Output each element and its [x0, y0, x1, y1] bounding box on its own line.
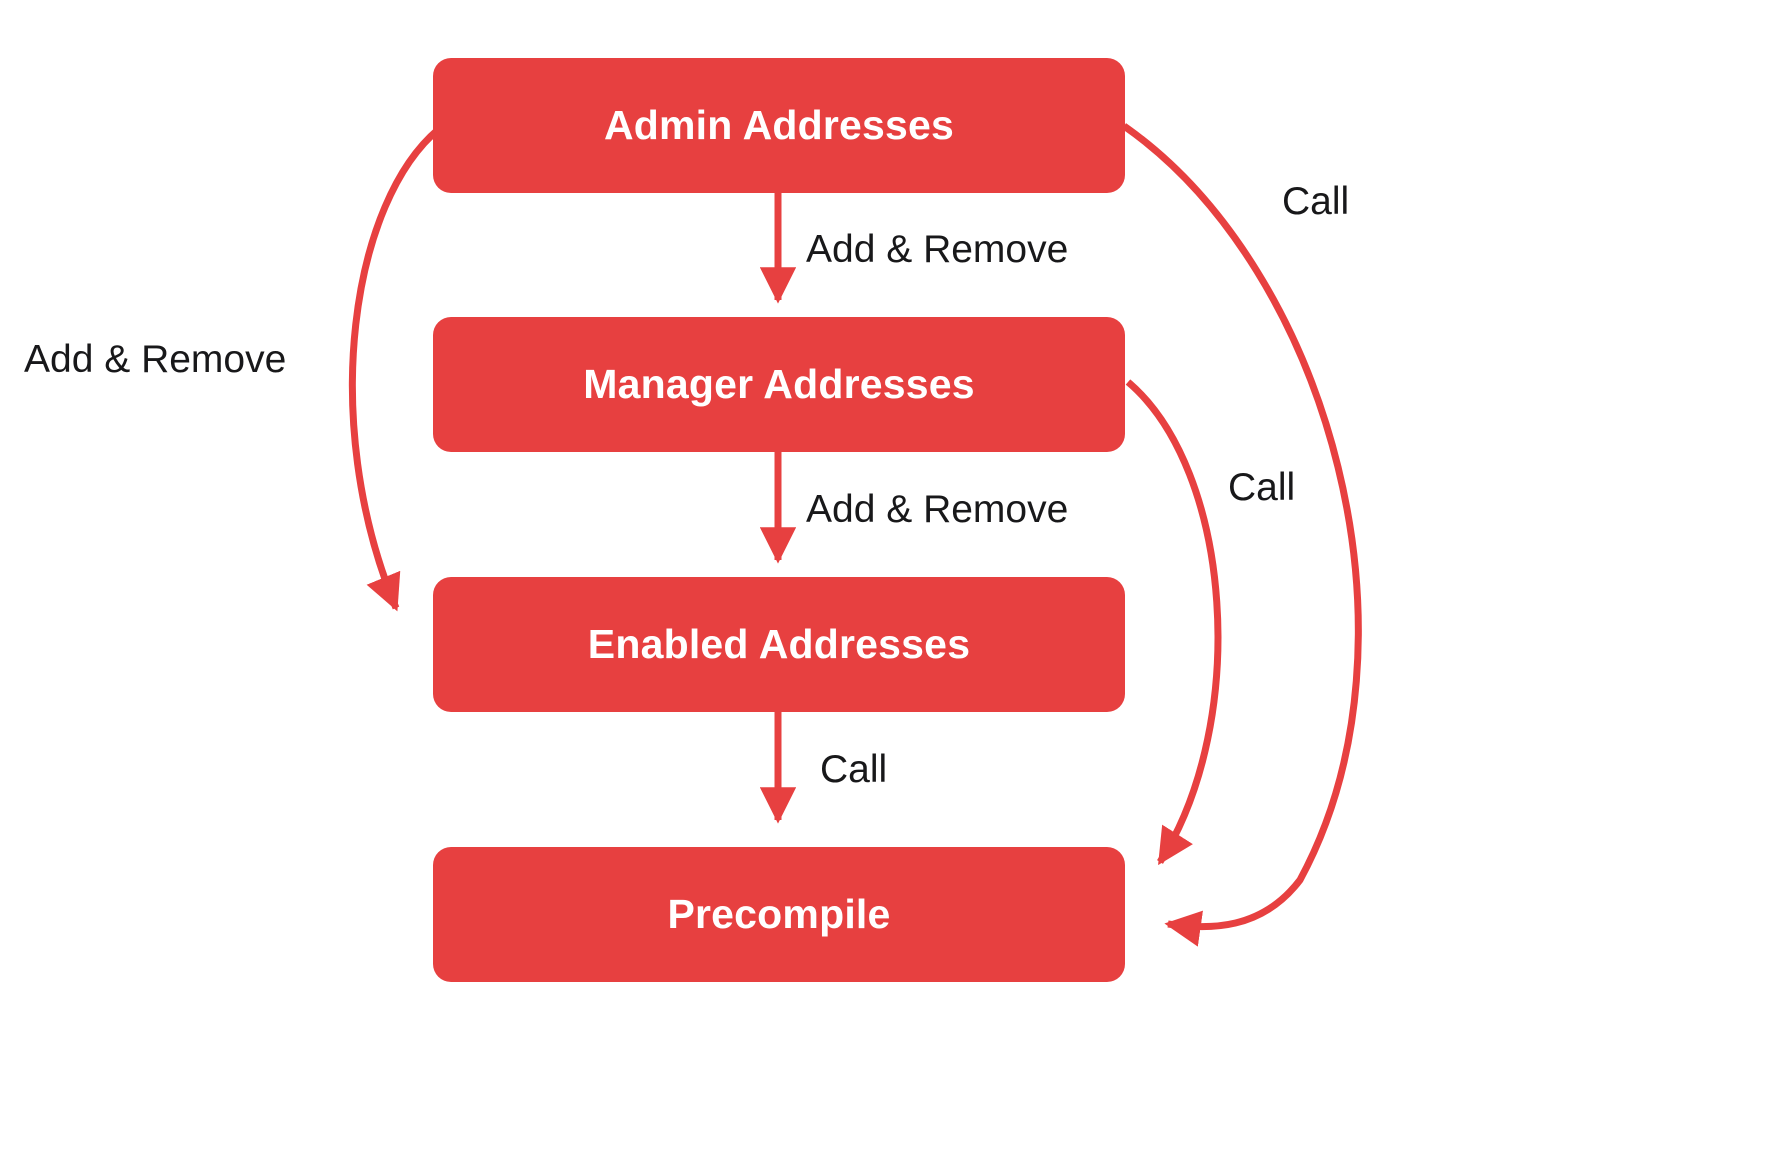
edge-label-admin-to-manager: Add & Remove	[806, 228, 1069, 271]
edge-admin-to-enabled	[348, 125, 443, 612]
node-label-enabled-addresses: Enabled Addresses	[587, 621, 971, 667]
edge-admin-to-precompile	[1121, 123, 1362, 947]
node-admin-addresses[interactable]: Admin Addresses	[433, 58, 1125, 193]
edge-manager-to-precompile	[1125, 379, 1222, 866]
node-label-manager-addresses: Manager Addresses	[583, 361, 975, 407]
edge-label-admin-to-enabled: Add & Remove	[24, 338, 287, 381]
node-label-precompile: Precompile	[667, 891, 891, 937]
edge-label-manager-to-enabled: Add & Remove	[806, 488, 1069, 531]
node-enabled-addresses[interactable]: Enabled Addresses	[433, 577, 1125, 712]
edge-label-manager-to-precompile: Call	[1228, 466, 1296, 509]
node-label-admin-addresses: Admin Addresses	[603, 102, 955, 148]
edge-label-enabled-to-precompile: Call	[820, 748, 888, 791]
node-precompile[interactable]: Precompile	[433, 847, 1125, 982]
node-manager-addresses[interactable]: Manager Addresses	[433, 317, 1125, 452]
edge-label-admin-to-precompile: Call	[1282, 180, 1350, 223]
